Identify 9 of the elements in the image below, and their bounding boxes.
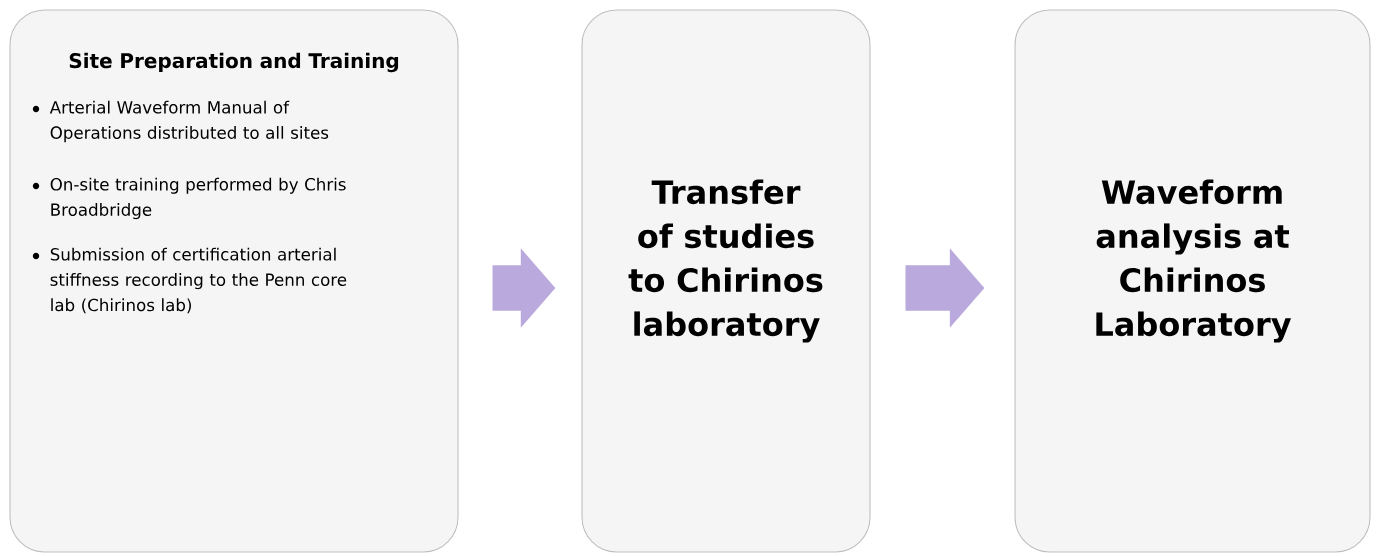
bullet-item: Arterial Waveform Manual of Operations distributed to all sites: [49, 100, 329, 143]
box-text: Transfer of studies to Chirinos laboratory: [628, 179, 823, 343]
bullet-item: On-site training performed by Chris Broadbridge: [50, 177, 346, 220]
process-box: [581, 9, 871, 553]
process-box: [1014, 9, 1371, 553]
box-text: Waveform analysis at Chirinos Laboratory: [1096, 179, 1292, 343]
process-box: [9, 9, 459, 553]
bullet-item: Submission of certification arterial stiffness recording to the Penn core lab (Chirinos lab): [50, 247, 347, 314]
box-heading: Site Preparation and Training: [69, 52, 399, 73]
